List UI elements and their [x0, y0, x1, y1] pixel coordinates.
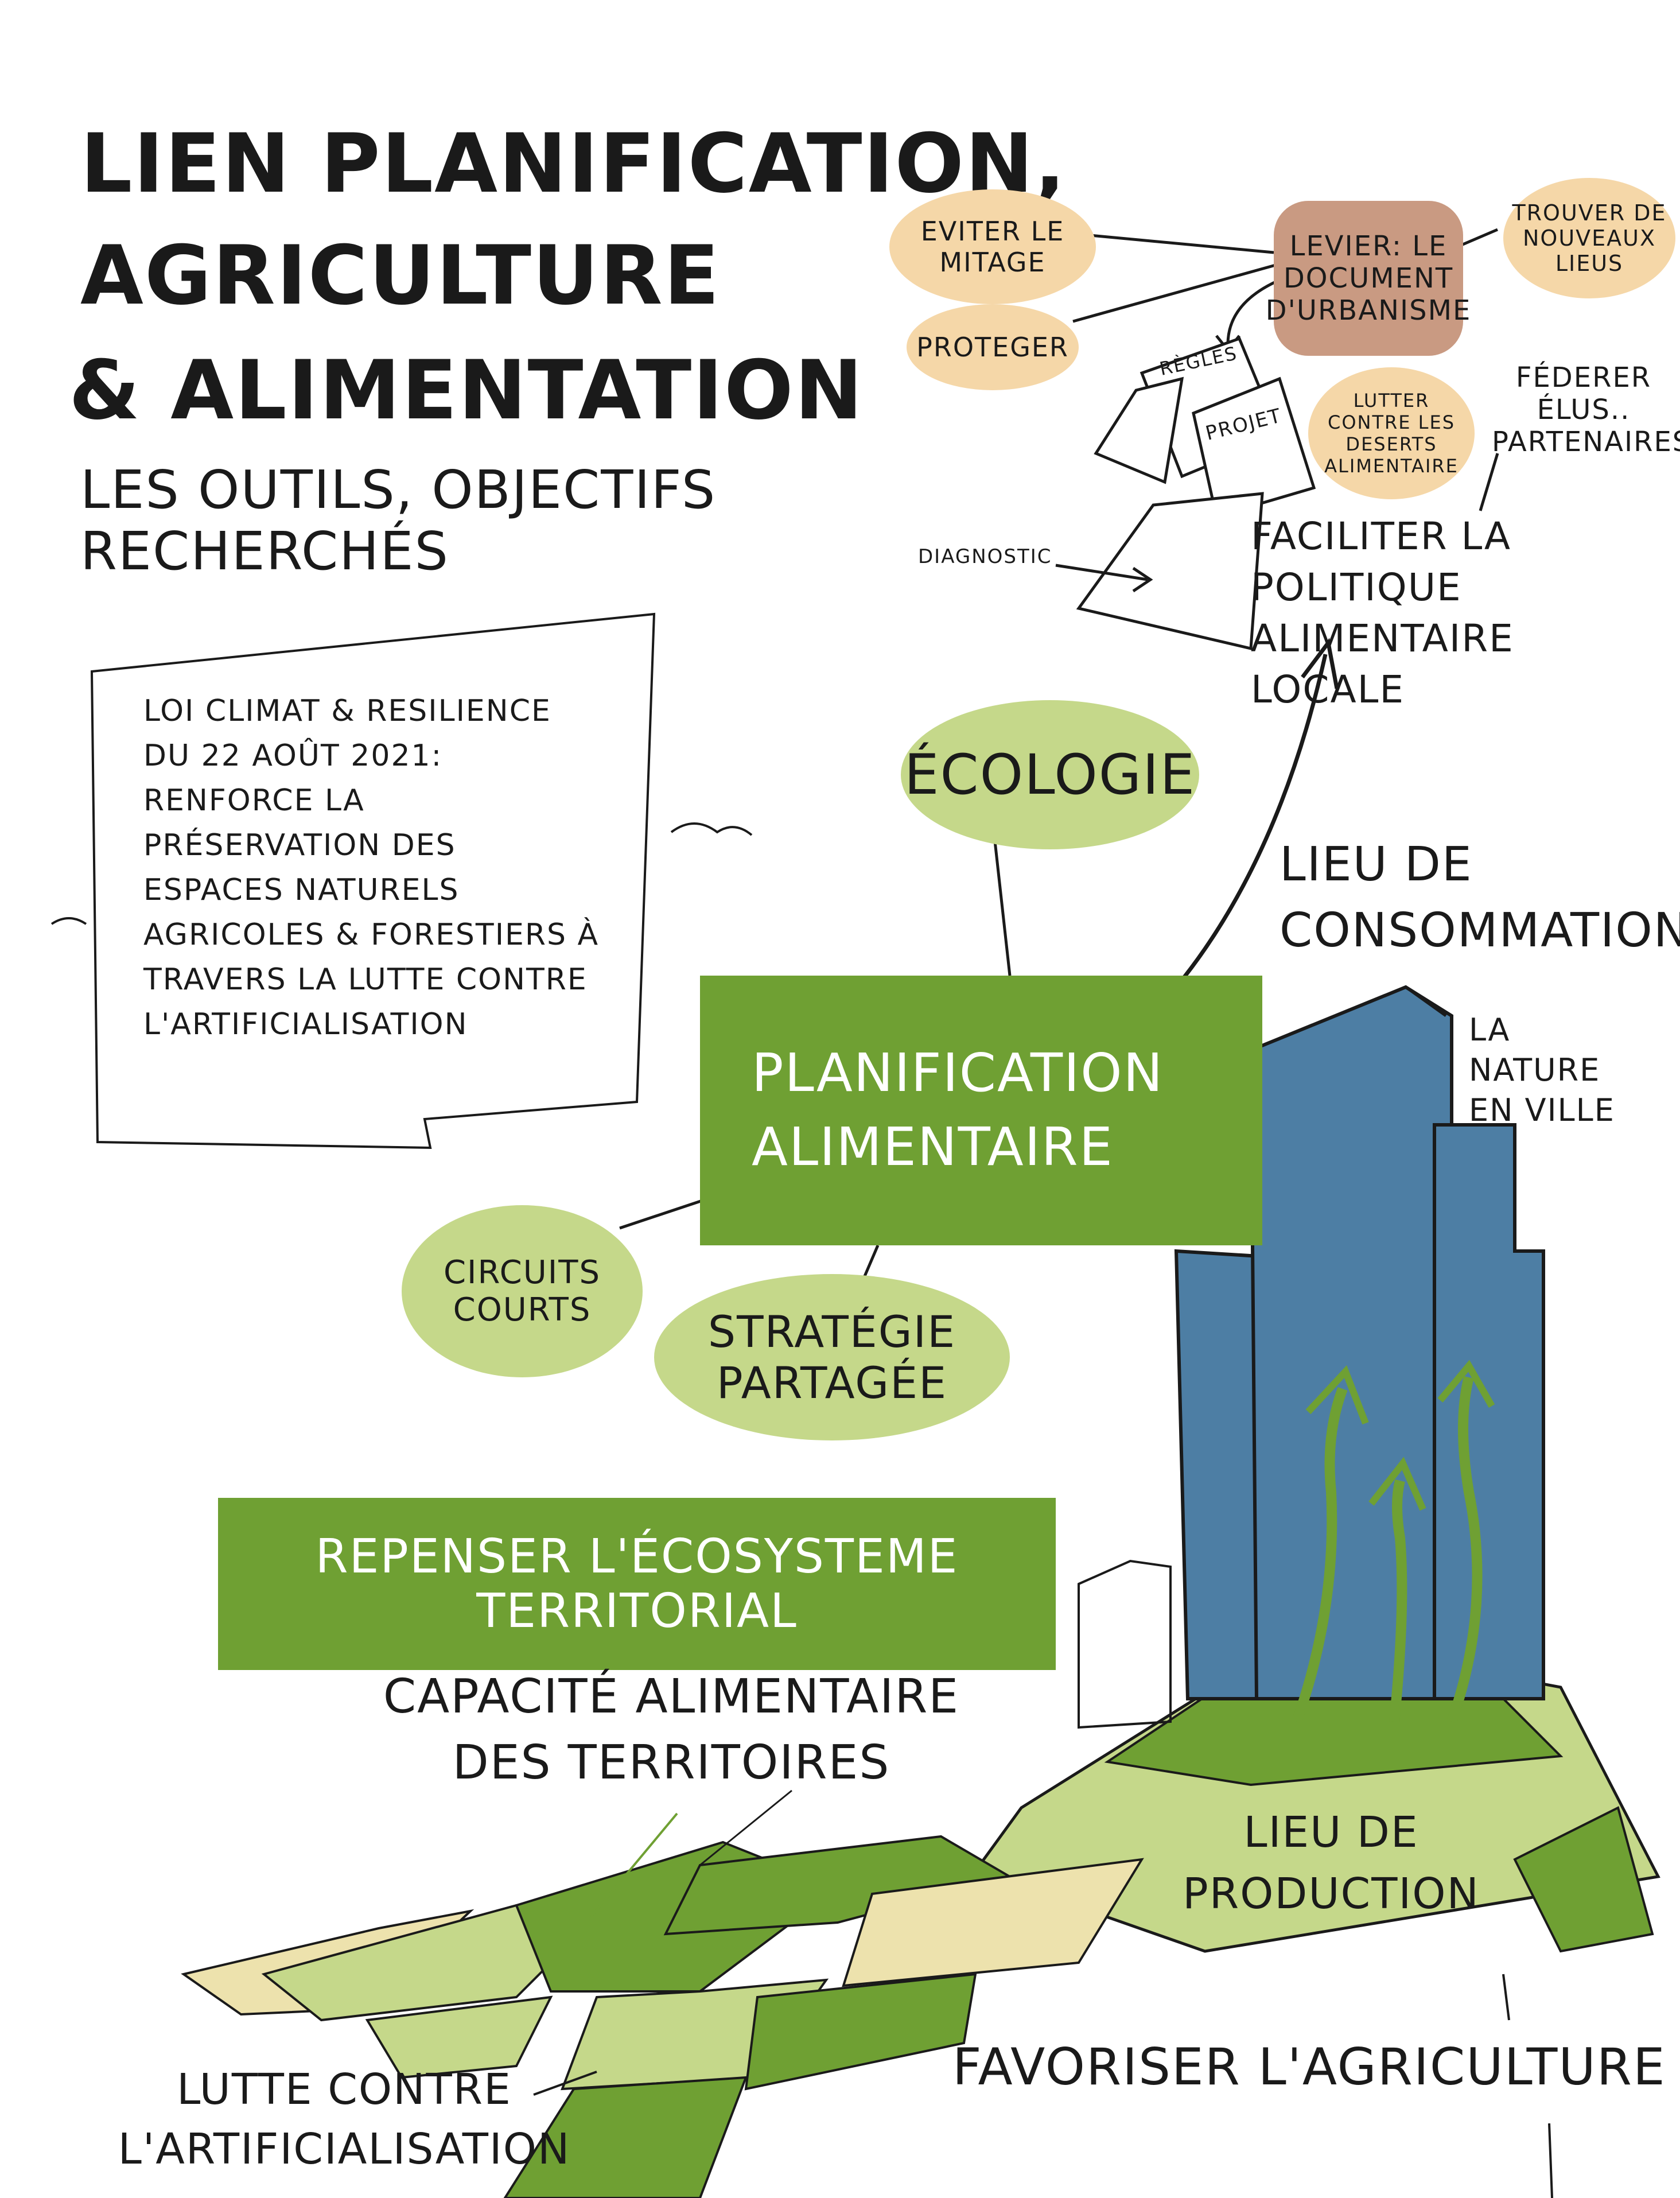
line-circuits-planification [619, 1198, 706, 1230]
circuits-courts-label: Circuits courts [443, 1254, 601, 1329]
loi-box-frame [90, 612, 656, 1150]
lutter-deserts-bubble: Lutter contre les deserts alimentaire [1308, 367, 1475, 499]
repenser-banner: Repenser l'écosysteme territorial [218, 1498, 1056, 1670]
ecologie-label: Écologie [904, 743, 1196, 807]
proteger-label: Proteger [916, 332, 1069, 363]
ground-top [1104, 1691, 1564, 1787]
field-9 [365, 1995, 553, 2079]
planification-label: Planification alimentaire [752, 1042, 1164, 1178]
title-line-1: Lien planification, [80, 116, 1067, 211]
diagnostic-sheet [1076, 492, 1264, 651]
strategie-bubble: Stratégie partagée [654, 1274, 1010, 1440]
federer-text: Féderer élus.. partenaires [1492, 362, 1680, 458]
field-8 [503, 2076, 748, 2198]
arrow-diagnostic [1055, 564, 1148, 581]
nature-en-ville-text: La nature en ville [1469, 1012, 1615, 1129]
lieu-production-text: Lieu de production [1183, 1808, 1480, 1919]
levier-box: Levier: le document d'urbanisme [1266, 201, 1470, 356]
background-building-outline [1078, 1559, 1172, 1729]
eviter-mitage-bubble: Eviter le mitage [889, 189, 1096, 304]
line-trouver-levier [1457, 228, 1498, 248]
subtitle: Les outils, objectifs recherchés [80, 459, 717, 582]
title-line-2: agriculture [80, 228, 721, 323]
faciliter-text: Faciliter la politique alimentaire local… [1251, 514, 1514, 712]
lieu-consommation-text: Lieu de consommation [1280, 837, 1680, 958]
strategie-label: Stratégie partagée [707, 1306, 956, 1408]
ecologie-bubble: Écologie [901, 700, 1199, 849]
line-eviter-levier [1090, 234, 1274, 254]
diagnostic-label: Diagnostic [918, 545, 1052, 568]
eviter-mitage-label: Eviter le mitage [920, 216, 1065, 278]
lutte-artificialisation-text: Lutte contre l'artificialisation [118, 2065, 571, 2174]
line-federer [1479, 453, 1499, 511]
repenser-label: Repenser l'écosysteme territorial [315, 1529, 959, 1638]
planification-box: Planification alimentaire [700, 976, 1262, 1245]
projet-sheet [1192, 376, 1316, 519]
proteger-bubble: Proteger [907, 304, 1079, 390]
capacite-text: Capacité alimentaire des territoires [383, 1669, 960, 1790]
circuits-courts-bubble: Circuits courts [402, 1205, 643, 1377]
title-line-3: & alimentation [69, 343, 864, 438]
levier-label: Levier: le document d'urbanisme [1265, 230, 1472, 327]
ground-side [1513, 1806, 1654, 1953]
field-5 [842, 1858, 1144, 1987]
lutter-deserts-label: Lutter contre les deserts alimentaire [1324, 390, 1459, 477]
growth-arrows [1292, 1360, 1495, 1723]
line-ecologie-planification [991, 820, 1012, 976]
field-7 [744, 1972, 977, 2091]
line-proteger-levier [1072, 262, 1280, 323]
arrow-planification-faciliter [1175, 654, 1328, 989]
trouver-bubble: Trouver de nouveaux lieus [1503, 178, 1675, 298]
favoriser-text: Favoriser l'agriculture [952, 2037, 1666, 2096]
trouver-label: Trouver de nouveaux lieus [1512, 200, 1667, 276]
loi-text: Loi Climat & Resilience du 22 août 2021:… [143, 694, 600, 1042]
